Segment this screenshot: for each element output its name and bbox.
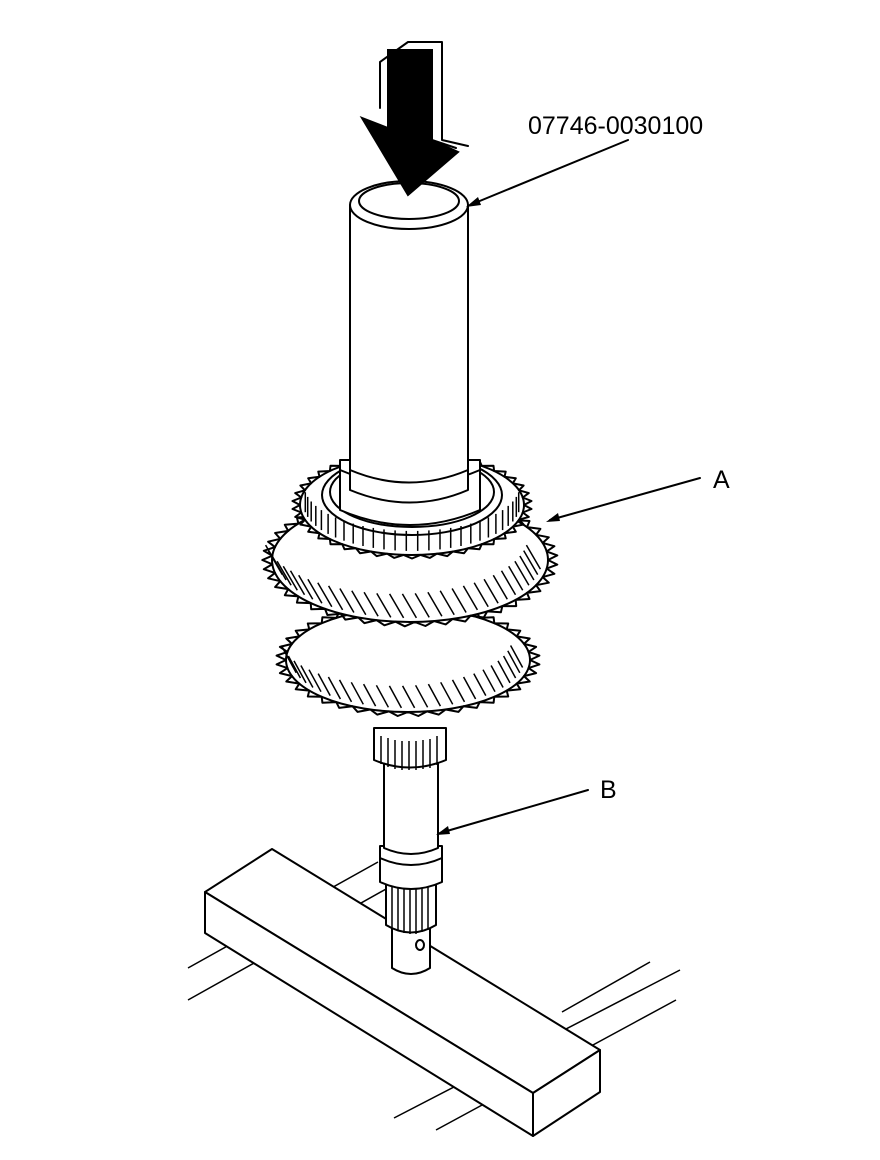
press-arrow-icon: [359, 41, 469, 197]
installer-tool: [339, 180, 481, 526]
leader-lines: [436, 139, 701, 835]
mainshaft: [373, 727, 447, 975]
tool-part-number-label: 07746-0030100: [528, 112, 703, 140]
shaft-hole: [415, 939, 425, 951]
shaft-callout-label: B: [600, 776, 617, 804]
gear-callout-label: A: [713, 466, 730, 494]
